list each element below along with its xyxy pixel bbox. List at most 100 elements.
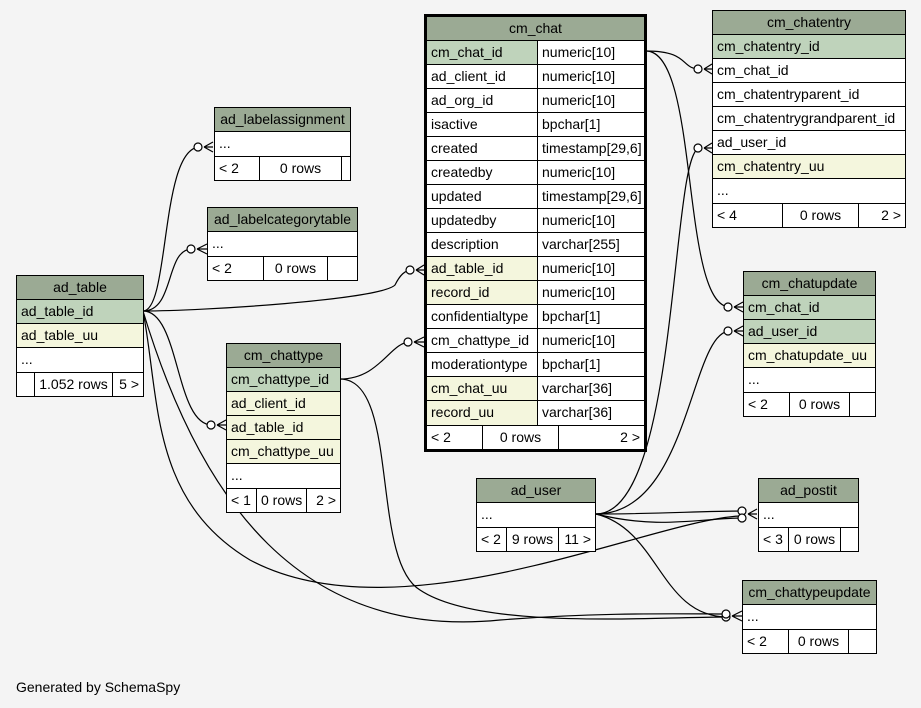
column-row[interactable]: cm_chatentrygrandparent_id	[713, 107, 905, 131]
column-row[interactable]: ...	[208, 232, 357, 256]
marker-circle	[693, 143, 703, 153]
footer-parents[interactable]: < 2	[208, 257, 264, 280]
column-row[interactable]: ...	[743, 605, 876, 629]
marker-circle	[206, 420, 216, 430]
footer-parents[interactable]: < 2	[744, 393, 790, 416]
footer-parents[interactable]: < 1	[227, 489, 257, 512]
footer-children[interactable]	[841, 528, 858, 551]
column-name: cm_chattype_id	[427, 329, 538, 352]
table-title[interactable]: ad_labelassignment	[215, 108, 350, 132]
footer-parents[interactable]: < 2	[215, 157, 261, 180]
column-row[interactable]: ...	[759, 503, 858, 527]
column-row[interactable]: ad_user_id	[713, 131, 905, 155]
table-title[interactable]: ad_postit	[759, 479, 858, 503]
column-row[interactable]: ad_table_uu	[17, 324, 143, 348]
footer-children[interactable]: 2 >	[881, 207, 901, 223]
column-row[interactable]: ad_client_id	[227, 392, 340, 416]
column-list: ...	[743, 605, 876, 629]
column-row[interactable]: ...	[17, 348, 143, 372]
footer-parents[interactable]: < 4	[713, 204, 783, 227]
crowfoot	[703, 63, 713, 75]
column-name: cm_chatentry_uu	[717, 158, 825, 174]
table-title[interactable]: ad_table	[17, 276, 143, 300]
column-row[interactable]: ...	[477, 503, 595, 527]
footer-children[interactable]: 5 >	[119, 376, 139, 392]
column-row[interactable]: cm_chattype_uu	[227, 440, 340, 464]
column-name: ...	[212, 235, 224, 251]
column-type: numeric[10]	[538, 161, 644, 184]
footer-parents[interactable]: < 2	[427, 426, 483, 449]
table-title[interactable]: cm_chattype	[227, 344, 340, 368]
table-title[interactable]: ad_labelcategorytable	[208, 208, 357, 232]
column-row[interactable]: ...	[215, 132, 350, 156]
column-row[interactable]: ...	[744, 368, 875, 392]
column-row[interactable]: cm_chat_id	[713, 59, 905, 83]
crowfoot	[731, 610, 743, 622]
footer-children[interactable]: 11 >	[564, 531, 591, 547]
footer-children[interactable]	[849, 630, 876, 653]
column-row[interactable]: ...	[227, 464, 340, 488]
footer-children[interactable]: 2 >	[316, 492, 336, 508]
footer-parents[interactable]	[17, 373, 35, 396]
column-row[interactable]: cm_chatentryparent_id	[713, 83, 905, 107]
column-name: cm_chatentryparent_id	[717, 86, 860, 102]
column-row[interactable]: ad_table_id	[227, 416, 340, 440]
column-type: timestamp[29,6]	[538, 185, 644, 208]
footer-children[interactable]	[328, 257, 357, 280]
column-row[interactable]: ad_table_id	[17, 300, 143, 324]
crowfoot	[703, 142, 713, 154]
column-row[interactable]: cm_chatupdate_uu	[744, 344, 875, 368]
footer-parents[interactable]: < 2	[477, 528, 507, 551]
table-title[interactable]: cm_chatupdate	[744, 272, 875, 296]
column-row[interactable]: ad_user_id	[744, 320, 875, 344]
footer-row-count: 9 rows	[507, 528, 559, 551]
footer-children[interactable]: 2 >	[620, 429, 640, 445]
table-title[interactable]: cm_chattypeupdate	[743, 581, 876, 605]
footer-parents[interactable]: < 2	[743, 630, 789, 653]
footer-children[interactable]	[850, 393, 875, 416]
column-row[interactable]: ...	[713, 179, 905, 203]
table-title[interactable]: cm_chatentry	[713, 11, 905, 35]
edge-aduser-to-chatentry	[595, 147, 701, 515]
footer-children[interactable]	[342, 157, 350, 180]
column-row[interactable]: cm_chatentry_id	[713, 35, 905, 59]
table-title[interactable]: cm_chat	[427, 17, 644, 41]
crowfoot	[203, 141, 214, 153]
column-row[interactable]: cm_chat_id	[744, 296, 875, 320]
edge-aduser-to-postit-a	[595, 510, 745, 515]
table-title[interactable]: ad_user	[477, 479, 595, 503]
edge-aduser-to-postit-b	[595, 513, 745, 523]
footer-parents[interactable]: < 3	[759, 528, 789, 551]
column-type: varchar[255]	[538, 233, 644, 256]
column-row[interactable]: cm_chattype_id	[227, 368, 340, 392]
column-row[interactable]: cm_chatentry_uu	[713, 155, 905, 179]
